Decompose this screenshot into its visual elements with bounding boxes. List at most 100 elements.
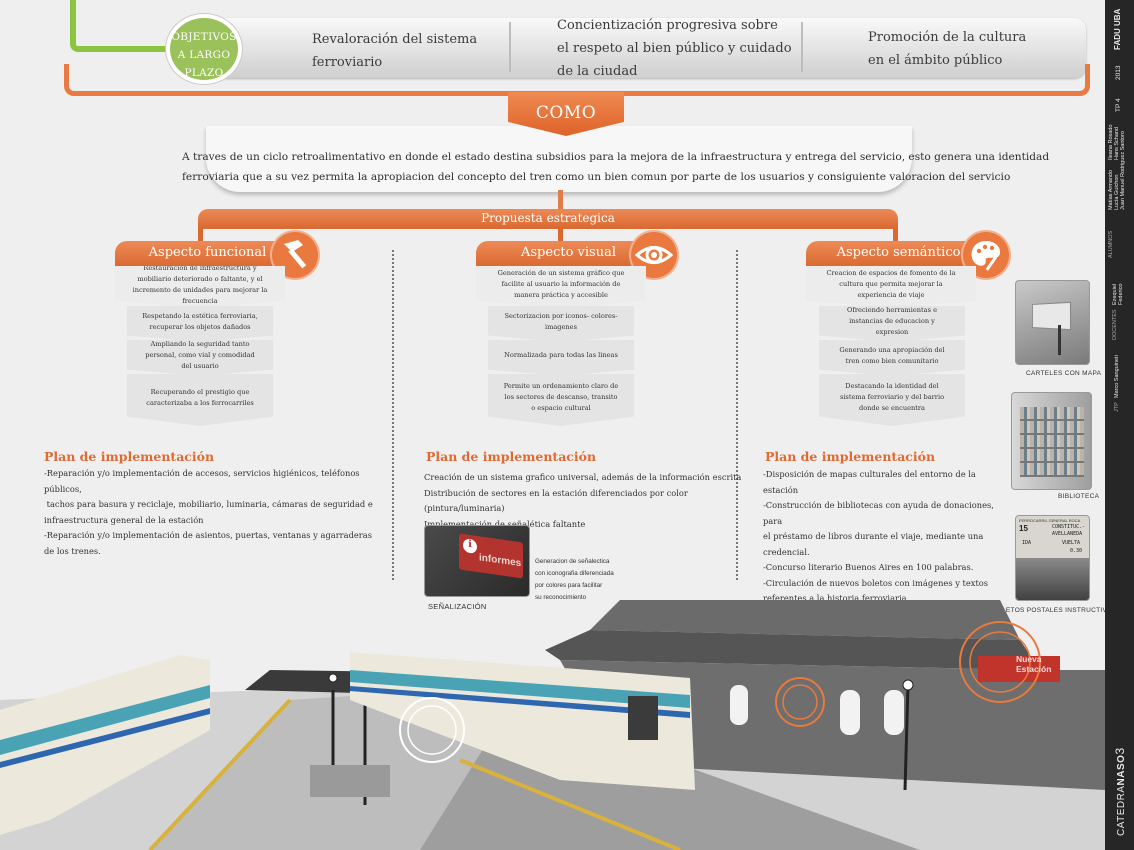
- ticket-number: 15: [1019, 524, 1028, 533]
- ticket-vuelta: VUELTA: [1062, 540, 1081, 546]
- aspect-semantico-step-2: Ofreciendo herramientas e instancias de …: [819, 306, 965, 342]
- docentes-label: DOCENTES: [1112, 309, 1118, 340]
- ticket-header: FERROCARRIL GENERAL ROCA: [1019, 518, 1081, 523]
- station-wall: [560, 660, 1105, 790]
- objectives-label-2: A LARGO: [177, 49, 231, 61]
- objective-2-line: de la ciudad: [557, 64, 638, 79]
- objective-2-line: el respeto al bien público y cuidado: [557, 41, 792, 56]
- aspect-visual-step-2: Sectorizacion por iconos- colores- image…: [488, 306, 634, 342]
- ticket-route: CONSTITUC.- AVELLANEDA: [1052, 524, 1085, 538]
- orange-bracket: [64, 64, 1090, 96]
- station-window: [840, 690, 860, 735]
- station-render: [0, 600, 1105, 850]
- plan-body-semantico: -Disposición de mapas culturales del ent…: [763, 467, 1008, 607]
- aspect-visual-title: Aspecto visual: [476, 241, 661, 267]
- ticket-ida: IDA: [1022, 540, 1032, 546]
- aspect-funcional-step-3: Ampliando la seguridad tanto personal, c…: [127, 340, 273, 376]
- plan-line: infraestructura general de la estación: [44, 514, 204, 525]
- propuesta-estrategica-bar: Propuesta estrategica: [198, 209, 898, 229]
- jtp-label: JTP: [1114, 402, 1120, 412]
- plan-line: el préstamo de libros durante el viaje, …: [763, 531, 984, 557]
- station-sign-board: [978, 656, 1060, 682]
- station-sign: Nueva Estación: [1016, 654, 1051, 674]
- signage-note-line: Generacion de señalectica: [535, 558, 610, 565]
- aspect-semantico-step-4: Destacando la identidad del sistema ferr…: [819, 374, 965, 426]
- jtp-name: Marco Sanguineti: [1114, 355, 1120, 398]
- station-window: [730, 685, 748, 725]
- aspect-funcional-title: Aspecto funcional: [115, 241, 300, 267]
- platform-edge-line: [148, 698, 292, 850]
- aspect-semantico-step-1: Creacion de espacios de fomento de la cu…: [806, 266, 976, 308]
- biblioteca-caption: BIBLIOTECA: [1058, 493, 1100, 500]
- plan-line: -Disposición de mapas culturales del ent…: [763, 469, 976, 495]
- informes-sign: i informes: [459, 533, 523, 579]
- signage-note-line: por colores para facilitar: [535, 582, 603, 589]
- como-description-box: [206, 126, 912, 192]
- plan-line: de los trenes.: [44, 545, 101, 556]
- carteles-caption: CARTELES CON MAPA: [1026, 370, 1102, 377]
- plan-line: Creación de un sistema grafico universal…: [424, 472, 742, 482]
- plan-line: -Concurso literario Buenos Aires en 100 …: [763, 562, 974, 572]
- station-sign-line: Nueva: [1016, 654, 1042, 664]
- station-sign-line: Estación: [1016, 664, 1052, 674]
- plan-line: -Circulación de nuevos boletos con imáge…: [763, 577, 989, 588]
- connector-drop: [558, 228, 563, 246]
- lamp-post: [903, 684, 910, 791]
- credits-side-bar: FADU UBA 2013 TP 4 ALUMNOS Matías Armand…: [1105, 0, 1134, 850]
- signage-note-line: su reconocimiento: [535, 594, 587, 601]
- boletos-caption: BOLETOS POSTALES INSTRUCTIVOS: [992, 607, 1118, 614]
- bookshelves: [1020, 407, 1084, 477]
- plan-body-funcional: -Reparación y/o implementación de acceso…: [44, 466, 384, 559]
- objective-1-line: ferroviario: [312, 55, 383, 70]
- signage-note-line: con iconografia diferenciada: [535, 570, 614, 577]
- map-board: [1032, 301, 1072, 331]
- station-roof: [590, 600, 1020, 640]
- catedra-logo: CATEDRANASO3: [1113, 747, 1127, 836]
- plan-body-visual: Creación de un sistema grafico universal…: [424, 470, 744, 532]
- objective-3-line: Promoción de la cultura: [868, 30, 1027, 45]
- docente-name: Federico: [1118, 283, 1124, 305]
- aspect-semantico-title: Aspecto semántico: [806, 241, 991, 267]
- connector-drop: [198, 228, 203, 246]
- objective-separator: [509, 22, 511, 72]
- platform-edge-line: [459, 758, 681, 850]
- objective-1: Revaloración del sistema ferroviario: [312, 28, 477, 74]
- carteles-image: [1015, 280, 1090, 365]
- column-divider: [736, 250, 738, 580]
- left-train-stripe: [0, 685, 210, 755]
- catedra-name: NASO: [1116, 754, 1127, 786]
- como-line: A traves de un ciclo retroalimentativo e…: [182, 151, 1050, 163]
- aspect-semantico-step-3: Generando una apropiación del tren como …: [819, 340, 965, 376]
- station-window: [884, 690, 904, 735]
- year-label: 2013: [1115, 65, 1122, 80]
- plan-line: Implementación de señalética faltante: [424, 518, 586, 529]
- plan-title-funcional: Plan de implementación: [44, 449, 215, 464]
- signage-caption: SEÑALIZACIÓN: [428, 602, 487, 611]
- plan-line: -Reparación y/o implementación de acceso…: [44, 468, 360, 494]
- objective-1-line: Revaloración del sistema: [312, 32, 478, 47]
- aspect-visual-step-3: Normalizada para todas las lineas: [488, 340, 634, 376]
- plan-line: -Reparación y/o implementación de asient…: [44, 530, 372, 540]
- info-icon: i: [463, 538, 477, 555]
- ticket-route-line: AVELLANEDA: [1052, 531, 1083, 537]
- plan-title-visual: Plan de implementación: [426, 449, 597, 464]
- ticket-price: 0.30: [1070, 548, 1083, 554]
- center-train-stripe: [350, 670, 690, 708]
- informes-sign-text: informes: [479, 552, 522, 570]
- como-line: ferroviaria que a su vez permita la apro…: [182, 171, 1011, 183]
- green-connector-line: [70, 0, 170, 52]
- catedra-number: 3: [1113, 747, 1127, 755]
- plan-line: Distribución de sectores en la estación …: [424, 487, 688, 514]
- column-divider: [392, 250, 394, 580]
- plan-line: referentes a la historia ferroviaria.: [763, 593, 910, 603]
- ticket-route-line: CONSTITUC.-: [1052, 524, 1086, 530]
- alumno-name: Juan Manuel Rodriguez Santoro: [1120, 131, 1126, 210]
- bench-block: [310, 765, 390, 797]
- aspect-visual-step-4: Permite un ordenamiento claro de los sec…: [488, 374, 634, 426]
- aspect-funcional-step-1: Restauración de infraestructura y mobili…: [115, 266, 285, 308]
- biblioteca-image: [1011, 392, 1092, 490]
- train-front-window: [628, 696, 658, 740]
- objective-3: Promoción de la cultura en el ámbito púb…: [868, 26, 1026, 72]
- catedra-prefix: CATEDRA: [1116, 785, 1127, 836]
- center-train-stripe-blue: [350, 686, 690, 718]
